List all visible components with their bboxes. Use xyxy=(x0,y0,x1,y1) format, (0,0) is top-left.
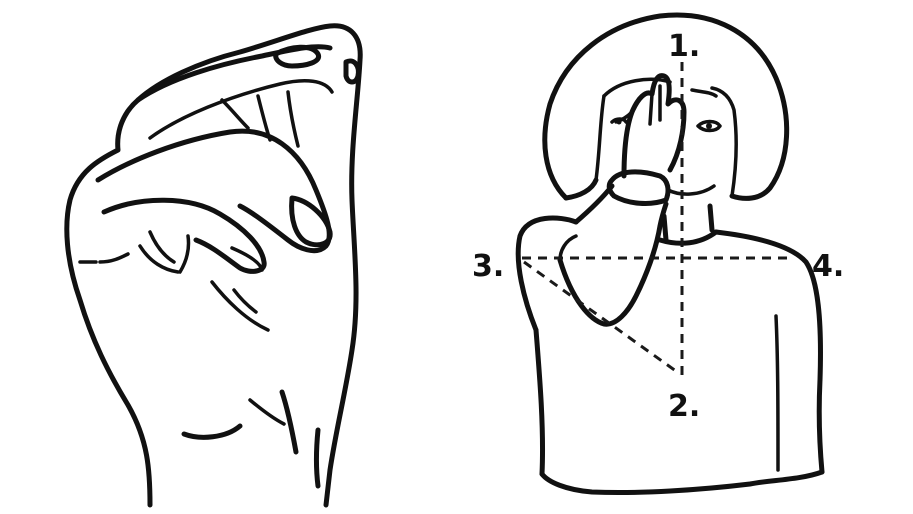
handshape-drawing xyxy=(64,23,363,508)
point-label-2: 2. xyxy=(668,389,700,424)
reference-lines xyxy=(522,62,790,378)
point-label-1: 1. xyxy=(668,29,700,64)
diagonal-line xyxy=(523,260,681,376)
point-label-3: 3. xyxy=(472,249,504,284)
person-drawing xyxy=(515,12,825,496)
point-label-4: 4. xyxy=(812,249,844,284)
